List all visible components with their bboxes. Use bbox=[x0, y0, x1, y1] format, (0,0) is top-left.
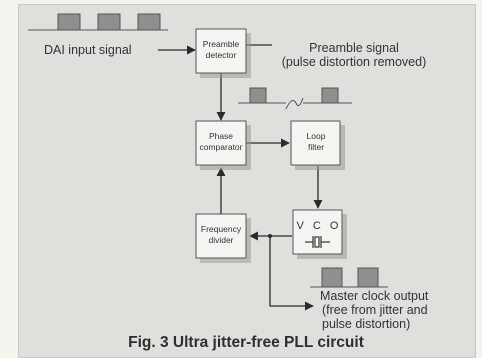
frequency-divider-line2: divider bbox=[208, 235, 233, 245]
master-clock-label-line1: Master clock output bbox=[320, 289, 429, 303]
master-clock-label-line2: (free from jitter and bbox=[322, 303, 428, 317]
dai-input-label: DAI input signal bbox=[44, 43, 132, 57]
loop-filter-line2: filter bbox=[308, 142, 324, 152]
preamble-detector-block: Preamble detector bbox=[195, 28, 251, 78]
master-clock-label-line3: pulse distortion) bbox=[322, 317, 410, 331]
junction-dot bbox=[268, 234, 272, 238]
phase-comparator-block: Phase comparator bbox=[195, 120, 251, 170]
phase-comparator-line2: comparator bbox=[200, 142, 243, 152]
preamble-detector-line1: Preamble bbox=[203, 39, 240, 49]
signal-arrows bbox=[158, 44, 323, 311]
vco-label: V C O bbox=[297, 220, 342, 232]
preamble-signal-label-line1: Preamble signal bbox=[309, 41, 399, 55]
loop-filter-line1: Loop bbox=[307, 131, 326, 141]
dai-input-waveform bbox=[28, 13, 168, 31]
crystal-icon bbox=[305, 236, 330, 248]
preamble-waveform bbox=[238, 87, 352, 110]
loop-filter-block: Loop filter bbox=[290, 120, 345, 170]
figure-caption: Fig. 3 Ultra jitter-free PLL circuit bbox=[128, 334, 364, 351]
frequency-divider-block: Frequency divider bbox=[195, 213, 251, 263]
master-clock-output-arrow bbox=[269, 236, 314, 311]
frequency-divider-line1: Frequency bbox=[201, 224, 242, 234]
vco-block: V C O bbox=[292, 209, 347, 259]
phase-comparator-line1: Phase bbox=[209, 131, 233, 141]
preamble-signal-label-line2: (pulse distortion removed) bbox=[282, 55, 427, 69]
preamble-detector-line2: detector bbox=[206, 50, 237, 60]
master-clock-waveform bbox=[310, 267, 388, 288]
